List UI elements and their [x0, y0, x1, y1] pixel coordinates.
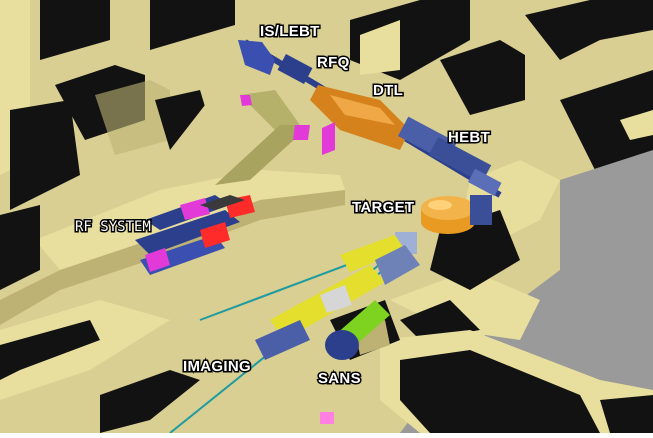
shaft-right-bottom-2 — [400, 350, 600, 433]
is-lebt-source — [238, 40, 275, 75]
label-rfq: RFQ — [317, 54, 350, 71]
klystron-row-2 — [135, 210, 240, 255]
wall-top-right-4 — [620, 110, 653, 140]
shaft-top-left — [40, 0, 110, 60]
instrument-beamlines — [255, 232, 420, 360]
linac-beamline — [238, 39, 502, 198]
right-void — [470, 150, 653, 433]
rf-room-wall-top — [35, 170, 345, 270]
pink-marker-bottom — [320, 412, 334, 424]
waveguide-segment-2 — [215, 125, 310, 185]
label-hebt: HEBT — [448, 129, 490, 146]
shaft-top-right-2 — [440, 40, 525, 115]
shaft-rf-left — [0, 205, 40, 290]
shaft-right-bottom-1 — [400, 300, 480, 340]
waveguide-marker-3 — [322, 122, 335, 155]
wall-top-right-1 — [360, 20, 400, 75]
waveguide-marker-2 — [293, 125, 310, 140]
dtl-tank-highlight — [330, 95, 395, 125]
shaft-hall-bottom — [100, 370, 200, 433]
rf-room-wall-face — [0, 190, 345, 325]
label-rf-system: RF SYSTEM — [75, 219, 151, 235]
label-imaging: IMAGING — [183, 358, 251, 375]
rfq-module — [277, 54, 313, 84]
rf-cabinet-red-2 — [200, 222, 230, 248]
shaft-left-2 — [10, 100, 80, 210]
hebt-section-3 — [468, 168, 502, 197]
rf-cabinet-magenta-1 — [180, 198, 210, 220]
shaft-right-bottom-3 — [600, 395, 653, 433]
sans-detector-end — [325, 330, 359, 360]
rf-cabinet-magenta-2 — [145, 248, 170, 272]
imaging-tube-2 — [340, 235, 405, 272]
sans-collimation — [375, 245, 420, 285]
target-body — [421, 208, 475, 234]
target-assembly — [421, 195, 492, 234]
rf-system-equipment — [135, 195, 255, 275]
shaft-top-mid — [150, 0, 235, 50]
rf-cabinet-dark — [200, 195, 245, 210]
building-right-1 — [390, 270, 540, 340]
shaft-top-right-3 — [525, 0, 653, 60]
hall-wall-left — [0, 300, 170, 400]
hall-floor-bottom — [150, 360, 300, 433]
target-highlight — [428, 200, 452, 210]
label-dtl: DTL — [373, 82, 403, 99]
wall-face-left-1 — [95, 80, 170, 155]
imaging-sample-stage — [320, 285, 352, 313]
imaging-detector-frame — [255, 320, 310, 360]
label-target: TARGET — [352, 199, 414, 216]
shaft-hall-left — [0, 320, 100, 380]
waveguide-marker-1 — [240, 95, 252, 106]
label-is-lebt: IS/LEBT — [260, 23, 320, 40]
waveguide-segment-1 — [240, 90, 300, 130]
shaft-right-4 — [560, 70, 653, 180]
rf-waveguide — [215, 90, 335, 185]
target-beam-dump — [470, 195, 492, 225]
label-sans: SANS — [318, 370, 361, 387]
